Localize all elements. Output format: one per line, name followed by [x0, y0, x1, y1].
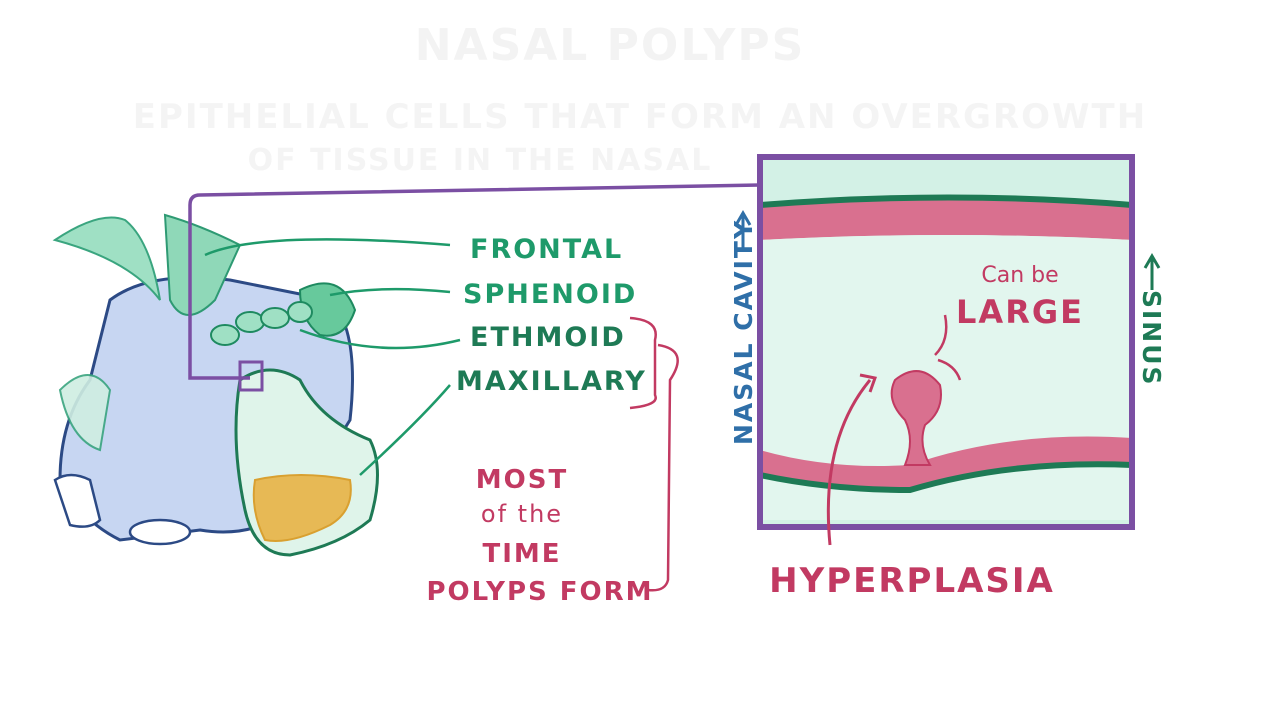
bracket — [629, 316, 679, 592]
hyperplasia-inset — [757, 154, 1135, 530]
note-line-4: POLYPS FORM — [426, 577, 653, 607]
large-bracket — [934, 314, 962, 381]
faded-subtitle-2: OF TISSUE IN THE NASAL — [248, 143, 713, 178]
label-maxillary: MAXILLARY — [456, 366, 647, 397]
caption-hyperplasia: HYPERPLASIA — [769, 561, 1055, 601]
bracket-note: MOST of the TIME POLYPS FORM — [426, 465, 653, 607]
inset-connector — [188, 183, 761, 380]
faded-subtitle-1: EPITHELIAL CELLS THAT FORM AN OVERGROWTH — [133, 97, 1147, 137]
leader-lines — [204, 238, 461, 476]
polyp — [890, 370, 942, 466]
label-frontal: FRONTAL — [470, 234, 623, 265]
label-nasal-cavity: NASAL CAVITY — [729, 219, 758, 445]
label-sinus: SINUS — [1137, 290, 1166, 387]
hyperplasia-arrow — [826, 373, 877, 546]
note-line-2: of the — [481, 500, 563, 528]
note-can-be: Can be — [981, 263, 1058, 288]
note-line-1: MOST — [476, 465, 568, 495]
note-large: LARGE — [956, 293, 1084, 331]
note-line-3: TIME — [482, 539, 561, 569]
sinus-label-group: SINUS — [1137, 253, 1166, 387]
label-ethmoid: ETHMOID — [470, 322, 626, 353]
faded-title: NASAL POLYPS — [415, 20, 806, 71]
label-sphenoid: SPHENOID — [463, 279, 637, 310]
nasal-cavity-label-group: NASAL CAVITY — [729, 210, 758, 445]
nasal-anatomy-illustration — [52, 213, 379, 557]
